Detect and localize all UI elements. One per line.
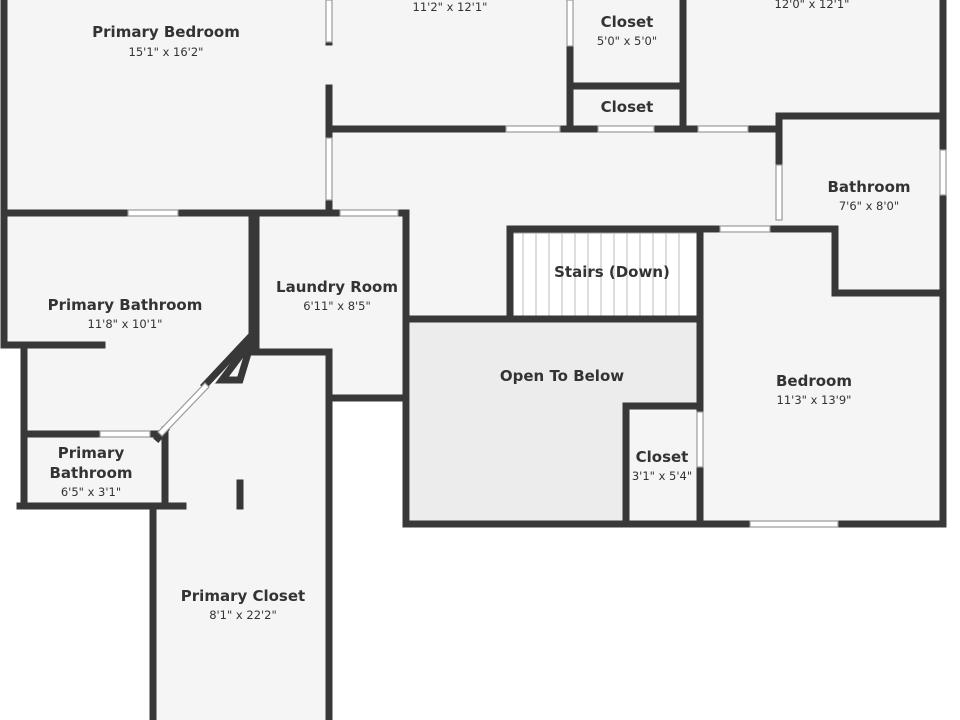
door-opening — [99, 430, 151, 438]
door-opening — [339, 209, 399, 217]
bathroom-dims: 7'6" x 8'0" — [839, 199, 899, 213]
bedroom-area — [700, 233, 943, 524]
closet-top-area — [570, 0, 683, 86]
bedroom-dims: 11'3" x 13'9" — [777, 393, 852, 407]
window — [775, 164, 783, 221]
stairs-treads — [509, 232, 698, 318]
closet-bedroom-name: Closet — [636, 448, 689, 466]
stairs-name: Stairs (Down) — [554, 263, 670, 281]
bedroom-name: Bedroom — [776, 372, 852, 390]
window — [696, 411, 704, 468]
top-mid-bedroom-dims: 11'2" x 12'1" — [413, 0, 488, 14]
room-labels: Primary Bedroom 15'1" x 16'2" 11'2" x 12… — [48, 0, 911, 622]
primary-bathroom-small-area — [24, 434, 163, 506]
closet-bedroom-dims: 3'1" x 5'4" — [632, 469, 692, 483]
door-opening — [697, 125, 749, 133]
primary-bedroom-dims: 15'1" x 16'2" — [129, 45, 204, 59]
primary-bathroom-small-dims: 6'5" x 3'1" — [61, 485, 121, 499]
laundry-room-name: Laundry Room — [276, 278, 398, 296]
primary-bedroom-area — [4, 0, 329, 213]
primary-bathroom-name: Primary Bathroom — [48, 296, 203, 314]
door-opening — [719, 225, 771, 233]
window — [749, 520, 839, 528]
primary-bathroom-area — [4, 213, 256, 432]
door-opening — [127, 209, 179, 217]
top-mid-bedroom-area — [329, 0, 570, 129]
window — [325, 137, 333, 201]
primary-bathroom-dims: 11'8" x 10'1" — [88, 317, 163, 331]
primary-closet-area — [153, 352, 329, 720]
windows — [99, 0, 947, 528]
bathroom-name: Bathroom — [827, 178, 910, 196]
closet-top-name: Closet — [601, 13, 654, 31]
primary-bathroom-small-name-line2: Bathroom — [49, 464, 132, 482]
top-right-bedroom-area — [683, 0, 943, 129]
primary-closet-dims: 8'1" x 22'2" — [209, 608, 277, 622]
hallway-lower-area — [406, 213, 510, 319]
closet-small-name: Closet — [601, 98, 654, 116]
primary-closet-name: Primary Closet — [181, 587, 305, 605]
door-opening — [157, 382, 210, 437]
window — [325, 0, 333, 43]
top-right-bedroom-dims: 12'0" x 12'1" — [775, 0, 850, 11]
open-to-below-name: Open To Below — [500, 367, 624, 385]
window — [566, 0, 574, 47]
primary-bedroom-name: Primary Bedroom — [92, 23, 240, 41]
closet-small-area — [570, 86, 683, 129]
primary-bathroom-small-name-line1: Primary — [58, 444, 125, 462]
door-opening — [505, 125, 561, 133]
laundry-room-dims: 6'11" x 8'5" — [303, 299, 371, 313]
room-fills — [4, 0, 943, 720]
window — [939, 149, 947, 196]
closet-top-dims: 5'0" x 5'0" — [597, 34, 657, 48]
door-opening — [597, 125, 655, 133]
closet-bedroom-area — [626, 406, 698, 524]
